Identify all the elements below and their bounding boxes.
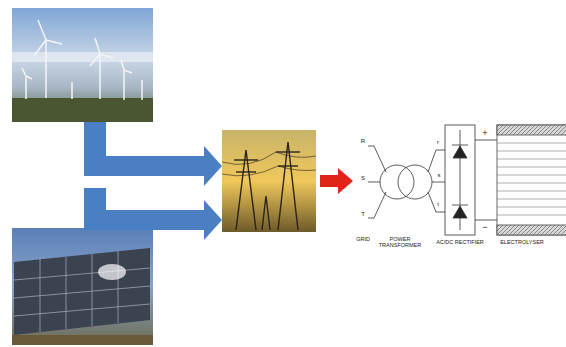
electrolyser-symbol <box>497 125 566 235</box>
flow-arrows <box>84 122 222 240</box>
phase-label: r <box>434 139 442 146</box>
phase-label: R <box>359 138 367 145</box>
phase-label: s <box>435 172 443 179</box>
wind-farm-photo <box>12 8 153 122</box>
polarity-sign: + <box>479 128 491 138</box>
power-lines-photo <box>222 130 316 232</box>
polarity-sign: − <box>479 222 491 232</box>
rectifier-symbol <box>445 125 497 235</box>
phase-label: t <box>434 201 442 208</box>
red-arrow <box>320 168 353 194</box>
component-label: AC/DC RECTIFIER <box>436 239 484 245</box>
component-label: POWER TRANSFORMER <box>378 236 422 249</box>
phase-label: T <box>359 211 367 218</box>
component-label: GRID <box>352 236 374 242</box>
solar-panel-photo <box>12 228 153 345</box>
phase-label: S <box>359 175 367 182</box>
component-label: ELECTROLYSER <box>492 239 552 245</box>
transformer-symbol <box>368 146 445 218</box>
